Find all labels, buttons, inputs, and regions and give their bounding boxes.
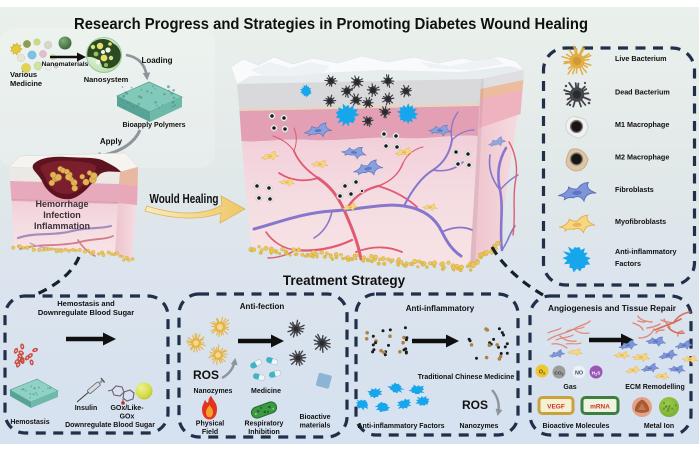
svg-text:Metal Ion: Metal Ion: [644, 423, 674, 430]
svg-text:Research Progress and Strategi: Research Progress and Strategies in Prom…: [74, 16, 588, 33]
svg-text:Physical: Physical: [196, 421, 224, 428]
svg-text:Bioapply Polymers: Bioapply Polymers: [122, 122, 185, 129]
svg-text:Downregulate Blood Sugar: Downregulate Blood Sugar: [38, 308, 134, 317]
svg-text:Angiogenesis and Tissue Repair: Angiogenesis and Tissue Repair: [548, 304, 676, 313]
svg-text:Hemostasis: Hemostasis: [10, 419, 49, 426]
svg-text:Live Bacterium: Live Bacterium: [615, 54, 667, 63]
svg-text:M1 Macrophage: M1 Macrophage: [615, 120, 669, 129]
svg-text:Nanozymes: Nanozymes: [460, 423, 499, 430]
svg-text:Hemorrhage: Hemorrhage: [35, 199, 88, 209]
svg-text:Inflammation: Inflammation: [34, 221, 90, 231]
svg-text:Factors: Factors: [615, 259, 641, 268]
svg-text:Nanosystem: Nanosystem: [84, 75, 129, 84]
svg-text:Field: Field: [202, 429, 218, 436]
svg-text:Respiratory: Respiratory: [245, 421, 284, 428]
svg-text:Medicine: Medicine: [251, 388, 281, 395]
svg-text:Apply: Apply: [100, 137, 123, 146]
svg-text:H2S: H2S: [592, 371, 601, 377]
svg-text:Hemostasis and: Hemostasis and: [57, 299, 115, 308]
svg-text:Downregulate Blood Sugar: Downregulate Blood Sugar: [65, 422, 155, 429]
svg-text:Nanozymes: Nanozymes: [194, 388, 233, 395]
svg-text:ROS: ROS: [193, 368, 219, 382]
svg-text:Anti-inflammatory: Anti-inflammatory: [406, 304, 475, 313]
svg-text:Fibroblasts: Fibroblasts: [615, 185, 654, 194]
svg-text:GOx: GOx: [120, 414, 135, 421]
svg-text:Treatment Strategy: Treatment Strategy: [283, 273, 406, 288]
svg-text:materials: materials: [300, 423, 331, 430]
svg-text:VEGF: VEGF: [547, 404, 565, 411]
svg-text:Bioactive: Bioactive: [299, 414, 330, 421]
svg-text:Insulin: Insulin: [75, 405, 98, 412]
svg-text:Loading: Loading: [141, 56, 172, 65]
svg-text:Traditional Chinese Medicine: Traditional Chinese Medicine: [418, 374, 515, 381]
svg-text:Would Healing: Would Healing: [150, 192, 219, 206]
svg-text:Bioactive Molecules: Bioactive Molecules: [543, 423, 610, 430]
svg-text:Anti-inflammatory Factors: Anti-inflammatory Factors: [357, 423, 444, 430]
svg-text:ECM Remodelling: ECM Remodelling: [625, 384, 685, 391]
svg-text:ROS: ROS: [462, 398, 488, 412]
svg-text:Anti-fection: Anti-fection: [240, 302, 285, 311]
svg-text:Inhibition: Inhibition: [248, 429, 280, 436]
svg-text:Infection: Infection: [43, 210, 81, 220]
svg-text:Nanomaterials: Nanomaterials: [42, 61, 89, 68]
svg-text:Gas: Gas: [563, 384, 576, 391]
svg-text:Dead Bacterium: Dead Bacterium: [615, 88, 670, 97]
svg-text:Various: Various: [10, 70, 37, 79]
svg-text:Medicine: Medicine: [10, 79, 42, 88]
svg-text:M2 Macrophage: M2 Macrophage: [615, 153, 669, 162]
svg-text:GOx/Like-: GOx/Like-: [110, 405, 144, 412]
svg-text:mRNA: mRNA: [590, 404, 610, 411]
svg-text:Myofibroblasts: Myofibroblasts: [615, 217, 666, 226]
svg-text:CO2: CO2: [554, 371, 563, 377]
svg-text:NO: NO: [575, 371, 583, 377]
svg-text:O2: O2: [539, 370, 546, 376]
svg-text:Anti-inflammatory: Anti-inflammatory: [615, 247, 677, 256]
